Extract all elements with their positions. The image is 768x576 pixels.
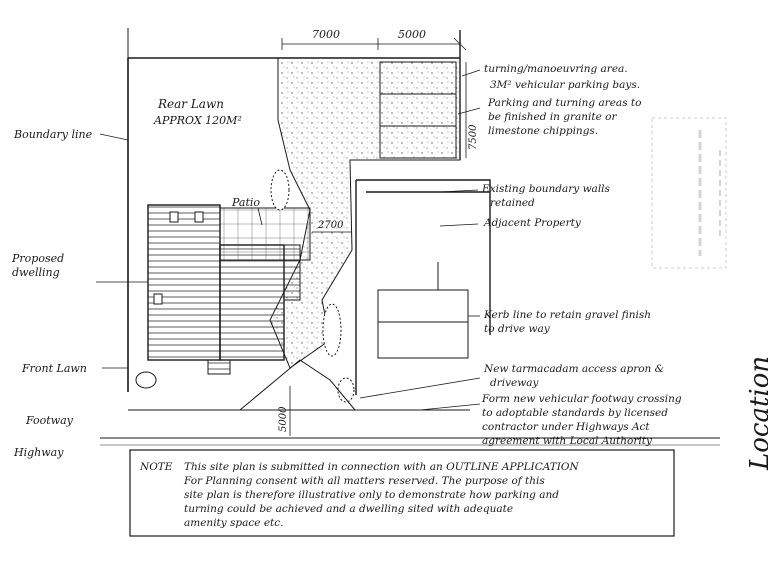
access-apron [239, 359, 356, 411]
front-lawn-label: Front Lawn [21, 362, 87, 375]
dimension-5000: 5000 [398, 28, 426, 41]
proposed-dwelling-label-1: Proposed [11, 252, 64, 265]
landscaping [135, 169, 355, 403]
annotation-access-1: New tarmacadam access apron & [483, 363, 664, 375]
dimension-7000: 7000 [312, 28, 340, 41]
footway-label: Footway [25, 414, 74, 427]
annotation-turning-1: turning/manoeuvring area. [484, 63, 628, 75]
annotation-access-2: driveway [490, 377, 539, 389]
annotation-crossing-4: agreement with Local Authority [482, 435, 653, 447]
annotation-parking-2: be finished in granite or [488, 111, 617, 123]
rear-lawn-label: Rear Lawn [157, 97, 224, 111]
rear-lawn-area: APPROX 120M² [153, 114, 242, 127]
boundary-line-label: Boundary line [13, 128, 93, 141]
annotation-crossing-1: Form new vehicular footway crossing [481, 393, 682, 405]
parking-bays [379, 61, 457, 159]
note-line-3: site plan is therefore illustrative only… [184, 489, 559, 501]
annotation-crossing-2: to adoptable standards by licensed [482, 407, 668, 419]
note-line-1: This site plan is submitted in connectio… [184, 461, 580, 473]
dimension-7500: 7500 [468, 124, 479, 150]
road-lines [100, 437, 720, 446]
dimension-lines [281, 37, 467, 436]
highway-label: Highway [13, 446, 64, 459]
leader-lines [96, 69, 481, 411]
dimension-5000-driveway: 5000 [278, 406, 289, 432]
annotation-turning-2: 3M² vehicular parking bays. [490, 79, 640, 91]
gravel-driveway [269, 57, 461, 369]
faint-stamp [651, 117, 727, 269]
annotation-walls-2: retained [490, 197, 535, 209]
annotation-parking-1: Parking and turning areas to [487, 97, 641, 109]
note-heading: NOTE [139, 461, 173, 473]
annotation-parking-3: limestone chippings. [488, 125, 598, 137]
proposed-dwelling-label-2: dwelling [12, 266, 60, 279]
annotation-walls-1: Existing boundary walls [481, 183, 611, 195]
note-line-5: amenity space etc. [184, 517, 284, 529]
annotation-crossing-3: contractor under Highways Act [482, 421, 650, 433]
proposed-dwelling [147, 204, 301, 375]
annotations: turning/manoeuvring area. 3M² vehicular … [481, 63, 682, 447]
patio-label: Patio [231, 196, 260, 209]
annotation-adjacent: Adjacent Property [483, 217, 582, 229]
dimension-2700: 2700 [317, 220, 344, 231]
margin-location-text: Location [745, 356, 768, 471]
annotation-kerb-1: Kerb line to retain gravel finish [483, 309, 651, 321]
note-line-4: turning could be achieved and a dwelling… [184, 503, 513, 515]
adjacent-property [355, 179, 491, 395]
annotation-kerb-2: to drive way [484, 323, 551, 335]
note-box: NOTE This site plan is submitted in conn… [129, 449, 675, 537]
note-line-2: For Planning consent with all matters re… [183, 475, 545, 487]
